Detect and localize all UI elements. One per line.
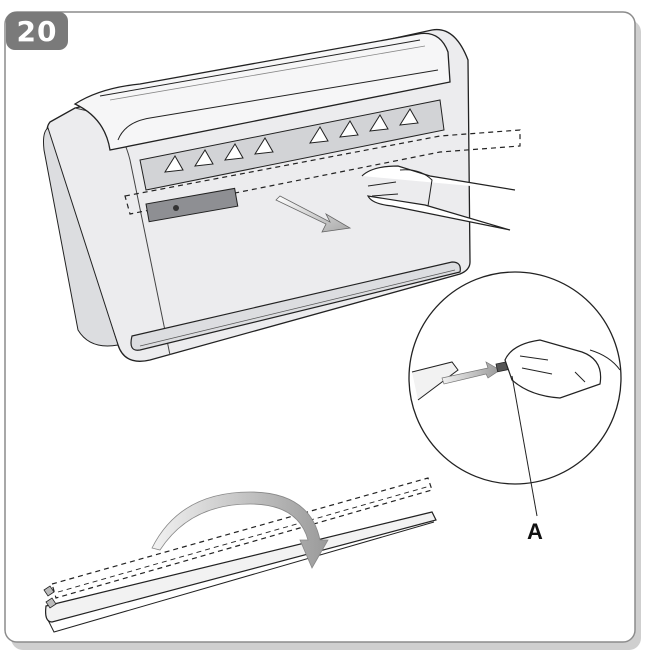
step-number-badge: 20 [6, 12, 68, 50]
removed-panel-assembly [43, 477, 437, 633]
strip-screw [173, 205, 179, 211]
detail-hand [504, 339, 602, 399]
callout-leader-line [511, 375, 538, 517]
unit-side-panel [43, 127, 119, 347]
panel-outline-inner [57, 485, 431, 593]
louvre-vanes [164, 108, 419, 173]
cover-ridge-2 [109, 45, 426, 101]
cover-lip [117, 69, 439, 141]
flip-rotation-arrow [151, 491, 329, 569]
vent-line [139, 269, 456, 347]
panel-hinges [43, 585, 57, 609]
air-conditioner-unit [43, 28, 521, 362]
detail-arrow [441, 361, 501, 385]
louvre-opening [139, 99, 445, 191]
unit-top-cover [73, 32, 451, 151]
front-panel-dashed [124, 129, 521, 215]
panel-lower-edge [47, 521, 435, 633]
callout-label-a: A [527, 519, 543, 544]
detail-panel-edge [411, 361, 459, 401]
detail-fingers [519, 355, 586, 383]
hand-pulling-panel [361, 165, 516, 231]
detail-magnifier [408, 271, 622, 517]
cover-ridge [99, 39, 421, 97]
pull-arrow [275, 195, 352, 233]
detail-wrist [589, 349, 621, 371]
control-strip [145, 187, 239, 223]
